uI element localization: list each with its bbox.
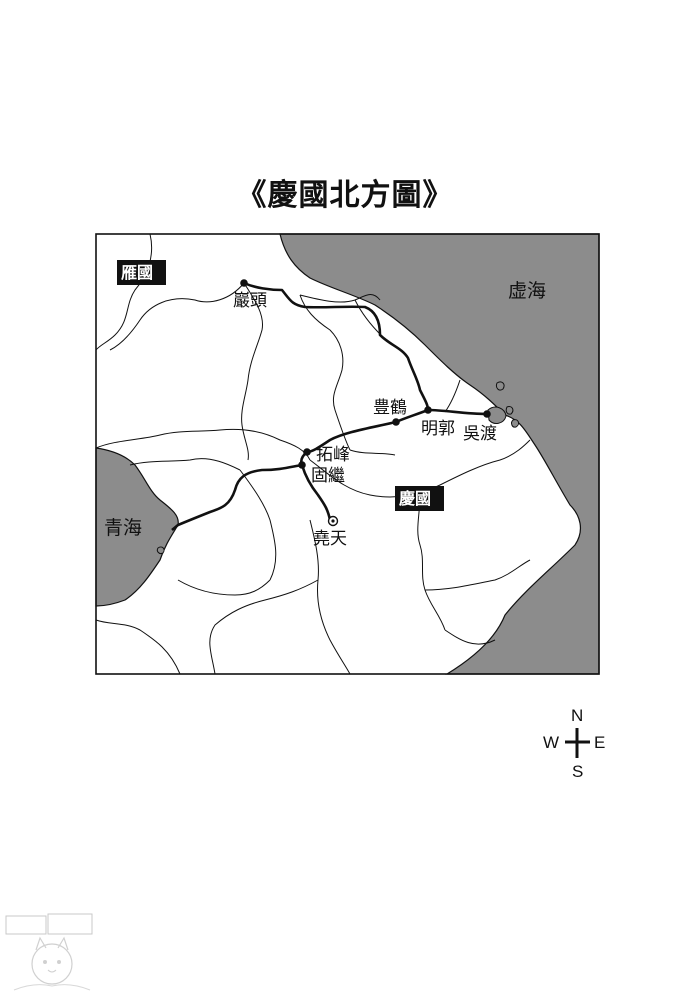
- compass-s: S: [572, 762, 583, 781]
- place-label-yaotian: 堯天: [313, 529, 347, 549]
- place-label-wudu: 吳渡: [463, 424, 497, 444]
- sea-label-qinghai: 青海: [104, 517, 142, 539]
- place-label-tuofeng: 拓峰: [316, 445, 350, 465]
- country-label-yan: 雁國: [121, 263, 153, 282]
- country-box-qing: [395, 486, 444, 511]
- cat-watermark-icon: [5, 913, 93, 991]
- map-frame: [95, 233, 600, 675]
- main-route: [171, 281, 430, 531]
- place-label-guji: 固繼: [311, 466, 345, 486]
- route-to-yaotian: [300, 464, 332, 521]
- country-box-yan: [117, 260, 166, 285]
- page-title: 《慶國北方圖》: [236, 178, 454, 213]
- sea-label-xuhai: 虚海: [508, 280, 546, 302]
- marker-yantou: [240, 279, 248, 287]
- compass-e: E: [594, 733, 605, 752]
- place-label-yantou: 巖頭: [233, 291, 267, 311]
- route-east: [427, 408, 488, 416]
- marker-yaotian-dot: [331, 519, 335, 523]
- place-label-mingguo: 明郭: [421, 419, 455, 439]
- island-2: [505, 406, 514, 415]
- place-label-fenghe: 豊鶴: [373, 398, 407, 418]
- place-markers: [240, 279, 491, 527]
- marker-wudu: [483, 410, 491, 418]
- marker-fenghe: [392, 418, 400, 426]
- borders: [95, 233, 531, 675]
- marker-guji: [298, 461, 306, 469]
- country-label-qing: 慶國: [399, 489, 431, 508]
- compass-n: N: [571, 706, 583, 725]
- marker-mingguo: [424, 406, 432, 414]
- compass-w: W: [543, 733, 559, 752]
- bay-near-wudu: [487, 406, 507, 424]
- compass: N S E W: [543, 706, 605, 781]
- island-1: [496, 381, 505, 391]
- marker-tuofeng: [303, 448, 311, 456]
- island-4: [156, 546, 165, 554]
- island-3: [511, 419, 520, 428]
